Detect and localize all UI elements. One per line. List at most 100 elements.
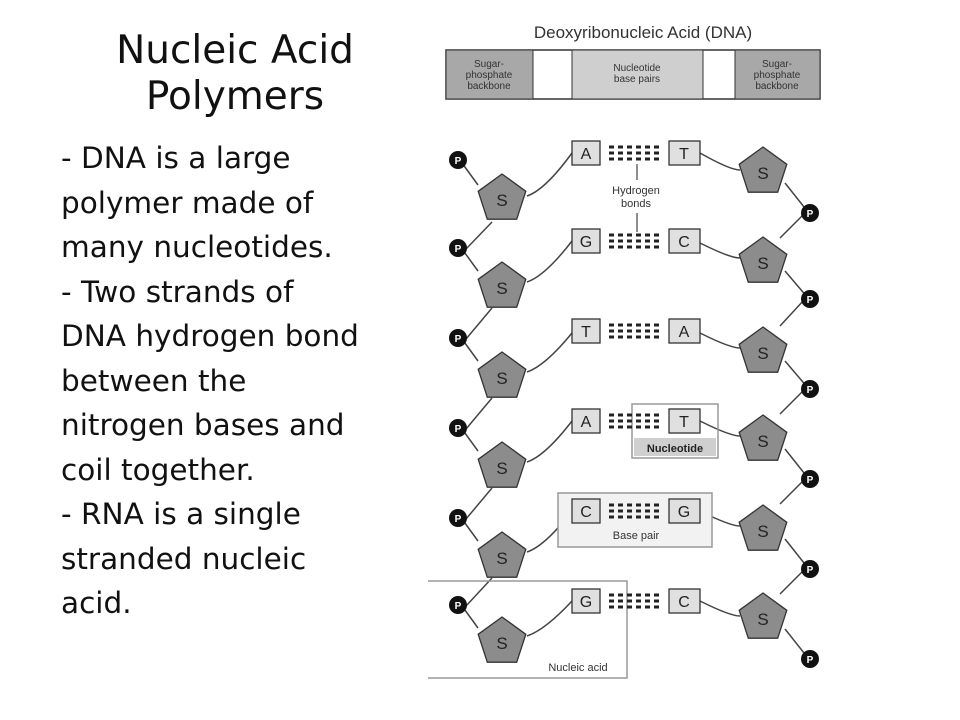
svg-text:S: S (496, 634, 507, 653)
base-letter-left: G (580, 234, 592, 251)
sugar-right: S (738, 414, 788, 461)
svg-text:S: S (757, 344, 768, 363)
base-box-left (571, 228, 601, 254)
base-box-left (571, 498, 601, 524)
svg-text:P: P (807, 565, 814, 576)
base-letter-left: T (581, 324, 591, 341)
svg-text:S: S (757, 254, 768, 273)
base-letter-right: G (678, 504, 690, 521)
slide-title: Nucleic Acid Polymers (60, 28, 410, 120)
header-right-label: backbone (755, 81, 799, 92)
bullet-line: - DNA is a large (61, 141, 291, 175)
svg-text:P: P (455, 244, 462, 255)
header-cell-center (571, 49, 704, 100)
sugar-right: S (738, 504, 788, 551)
sugar-left: S (477, 441, 527, 488)
header-left-label: backbone (467, 81, 511, 92)
nucleic-acid-label: Nucleic acid (548, 662, 607, 674)
base-letter-left: A (581, 414, 592, 431)
phosphate-right: P (801, 290, 819, 308)
base-letter-left: C (580, 504, 592, 521)
svg-text:S: S (496, 369, 507, 388)
phosphate-right: P (801, 470, 819, 488)
bullet-line: nitrogen bases and (61, 408, 345, 442)
bullet-text: - DNA is a large polymer made of many nu… (61, 136, 431, 626)
bullet-line: DNA hydrogen bond (61, 319, 359, 353)
sugar-left: S (477, 351, 527, 398)
nucleic-acid-highlight-box (428, 580, 628, 679)
svg-text:S: S (757, 522, 768, 541)
sugar-right: S (738, 326, 788, 373)
svg-text:S: S (496, 459, 507, 478)
base-box-left (571, 318, 601, 344)
svg-text:S: S (757, 610, 768, 629)
base-letter-right: C (678, 594, 690, 611)
sugar-right: S (738, 146, 788, 193)
svg-text:P: P (807, 295, 814, 306)
svg-text:P: P (455, 601, 462, 612)
bullet-line: between the (61, 363, 247, 398)
hydrogen-bond-dots (609, 593, 659, 609)
hydrogen-bond-dots (609, 323, 659, 339)
base-letter-right: T (679, 414, 689, 431)
base-box-right (668, 588, 701, 614)
base-box-right (668, 408, 701, 434)
title-line: Polymers (145, 74, 325, 119)
bullet-line: stranded nucleic (61, 541, 307, 576)
phosphate-left: P (449, 596, 467, 614)
hydrogen-bonds-label: bonds (621, 198, 651, 210)
svg-text:P: P (807, 475, 814, 486)
phosphate-right: P (801, 204, 819, 222)
phosphate-left: P (449, 151, 467, 169)
base-box-right (668, 498, 701, 524)
base-letter-left: G (580, 594, 592, 611)
phosphate-left: P (449, 419, 467, 437)
sugar-left: S (477, 616, 527, 663)
base-box-left (571, 408, 601, 434)
bullet-line: acid. (61, 586, 132, 620)
svg-text:P: P (455, 514, 462, 525)
phosphate-right: P (801, 380, 819, 398)
svg-text:S: S (496, 279, 507, 298)
phosphates: P P P P P P P P P P P P (449, 151, 819, 668)
base-letter-right: C (678, 234, 690, 251)
header-cell-left (445, 49, 534, 100)
phosphate-left: P (449, 509, 467, 527)
header-right-label: phosphate (754, 70, 801, 81)
header-right-label: Sugar- (762, 59, 792, 70)
sugar-left: S (477, 531, 527, 578)
bullet-line: many nucleotides. (61, 230, 333, 264)
bullet-line: - RNA is a single (61, 497, 301, 531)
hydrogen-bonds-callout: Hydrogen bonds (612, 164, 660, 232)
sugar-right: S (738, 236, 788, 283)
svg-text:S: S (496, 191, 507, 210)
svg-text:P: P (807, 385, 814, 396)
svg-text:P: P (807, 655, 814, 666)
nucleotide-label: Nucleotide (647, 443, 703, 455)
header-left-label: Sugar- (474, 59, 504, 70)
svg-text:S: S (757, 432, 768, 451)
hydrogen-bond-dots (609, 503, 659, 519)
svg-text:P: P (807, 209, 814, 220)
base-pair-label: Base pair (613, 530, 660, 542)
base-letter-right: T (679, 146, 689, 163)
base-box-right (668, 140, 701, 166)
phosphate-left: P (449, 329, 467, 347)
phosphate-right: P (801, 650, 819, 668)
hydrogen-bonds-label: Hydrogen (612, 185, 660, 197)
header-left-label: phosphate (466, 70, 513, 81)
base-letter-left: A (581, 146, 592, 163)
bullet-line: polymer made of (61, 185, 314, 220)
base-letter-right: A (679, 324, 690, 341)
sugars: S S S S S S S S S S S S (477, 146, 788, 663)
diagram-title: Deoxyribonucleic Acid (DNA) (534, 23, 752, 42)
svg-text:S: S (496, 549, 507, 568)
sugar-left: S (477, 261, 527, 308)
